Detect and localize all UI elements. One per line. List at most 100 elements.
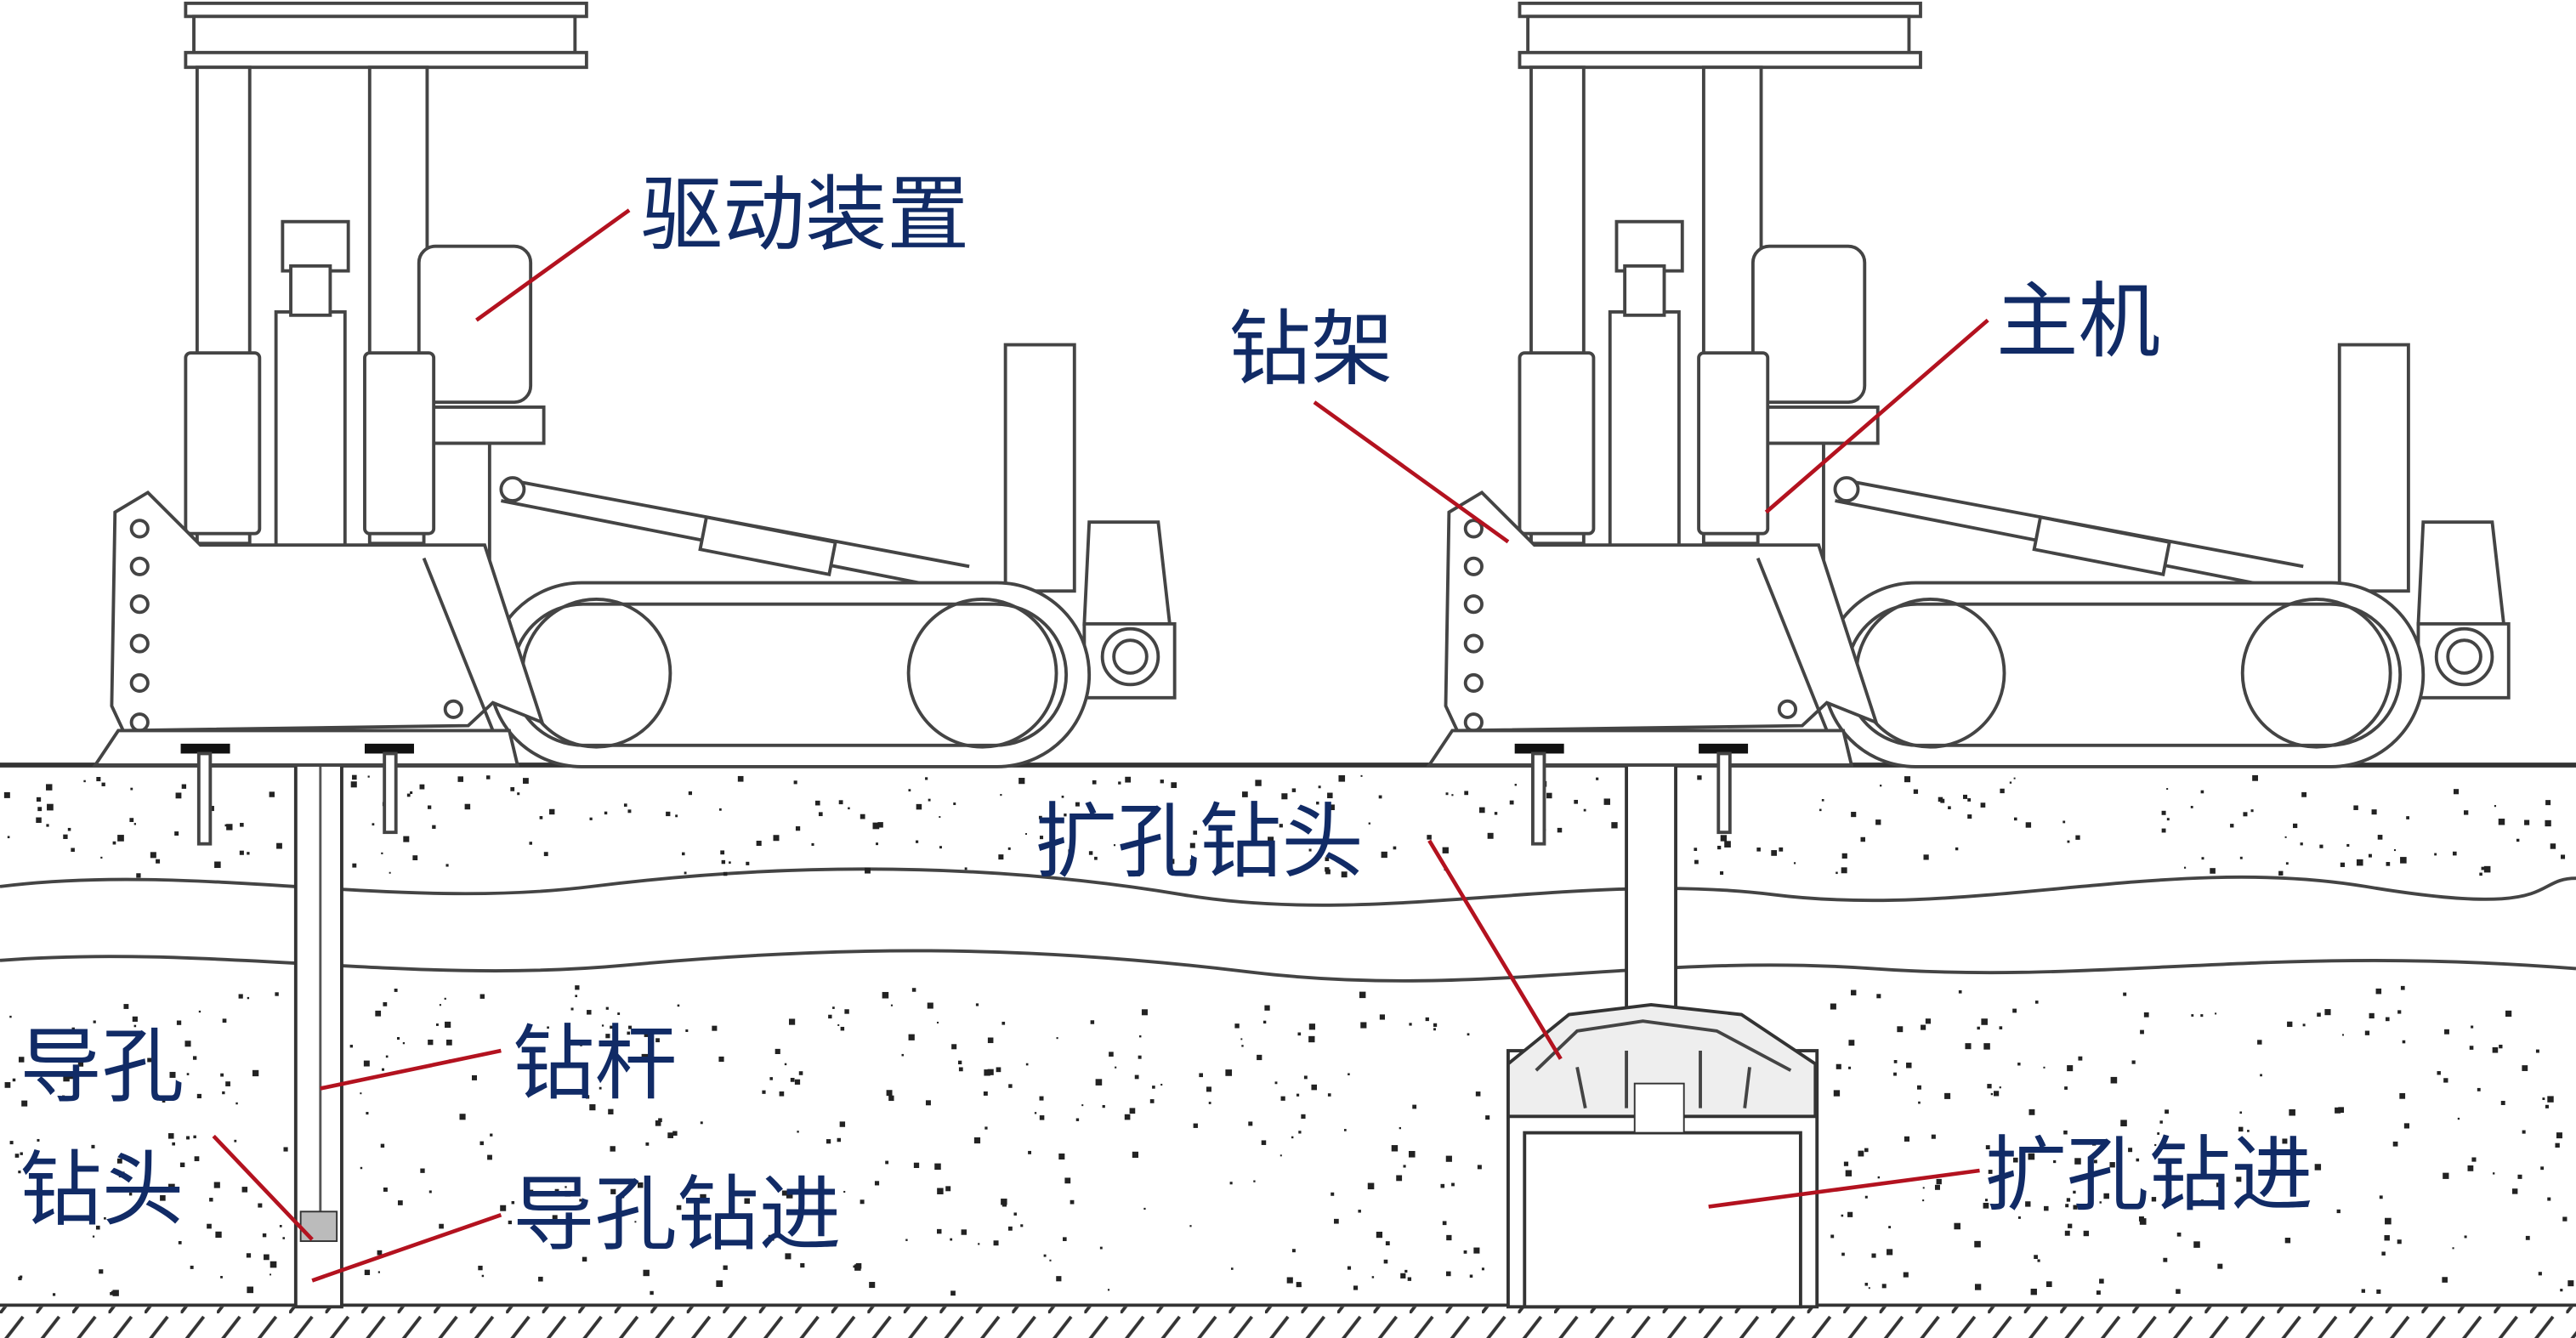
soil-speckle bbox=[2200, 790, 2204, 794]
soil-speckle bbox=[247, 1286, 254, 1294]
soil-speckle bbox=[644, 1032, 649, 1037]
soil-speckle bbox=[1917, 1085, 1921, 1090]
soil-speckle bbox=[2034, 1255, 2038, 1259]
soil-speckle bbox=[1841, 1252, 1845, 1256]
soil-speckle bbox=[939, 816, 941, 819]
soil-speckle bbox=[247, 852, 250, 855]
soil-speckle bbox=[905, 1239, 908, 1241]
soil-speckle bbox=[529, 842, 532, 845]
soil-speckle bbox=[71, 1027, 75, 1031]
soil-speckle bbox=[2037, 1259, 2040, 1262]
soil-speckle bbox=[580, 1044, 582, 1046]
soil-speckle bbox=[950, 1238, 953, 1241]
soil-speckle bbox=[2239, 1111, 2243, 1114]
soil-speckle bbox=[2385, 1017, 2390, 1022]
soil-speckle bbox=[700, 1121, 703, 1125]
soil-speckle bbox=[958, 1067, 963, 1072]
soil-speckle bbox=[2068, 1223, 2073, 1228]
soil-speckle bbox=[638, 1182, 644, 1188]
soil-speckle bbox=[1327, 792, 1333, 799]
label-pilot-drilling: 导孔钻进 bbox=[513, 1166, 841, 1262]
soil-speckle bbox=[978, 1243, 980, 1245]
soil-speckle bbox=[1965, 1043, 1972, 1050]
soil-speckle bbox=[1412, 1104, 1417, 1109]
soil-speckle bbox=[2013, 777, 2016, 780]
soil-speckle bbox=[2093, 1159, 2097, 1164]
soil-speckle bbox=[608, 1108, 614, 1114]
drilling-rig-right bbox=[1427, 1, 2511, 846]
soil-speckle bbox=[2335, 1107, 2341, 1114]
soil-speckle bbox=[2481, 866, 2485, 870]
soil-speckle bbox=[1481, 1267, 1484, 1271]
soil-speckle bbox=[444, 997, 446, 1000]
soil-speckle bbox=[62, 1095, 65, 1098]
soil-speckle bbox=[1360, 1022, 1367, 1029]
soil-speckle bbox=[1850, 989, 1857, 995]
soil-speckle bbox=[2099, 1201, 2102, 1204]
soil-speckle bbox=[1338, 775, 1346, 782]
soil-speckle bbox=[853, 1265, 856, 1268]
soil-speckle bbox=[403, 836, 410, 842]
soil-speckle bbox=[790, 1077, 795, 1082]
soil-speckle bbox=[2545, 819, 2551, 827]
soil-speckle bbox=[2157, 1132, 2160, 1135]
soil-speckle bbox=[402, 1042, 406, 1045]
soil-speckle bbox=[1893, 1072, 1897, 1076]
soil-speckle bbox=[239, 850, 244, 855]
soil-speckle bbox=[1385, 1241, 1390, 1246]
soil-speckle bbox=[2243, 812, 2248, 817]
soil-speckle bbox=[511, 1200, 515, 1205]
soil-speckle bbox=[2452, 1247, 2454, 1250]
soil-speckle bbox=[380, 1143, 385, 1148]
soil-speckle bbox=[2545, 1104, 2549, 1108]
soil-speckle bbox=[1229, 1182, 1233, 1185]
soil-speckle bbox=[1208, 1102, 1211, 1104]
soil-speckle bbox=[1841, 853, 1847, 859]
soil-speckle bbox=[2257, 1040, 2262, 1045]
soil-speckle bbox=[37, 1138, 40, 1142]
soil-speckle bbox=[1988, 1170, 1993, 1174]
soil-speckle bbox=[2236, 1176, 2242, 1182]
soil-speckle bbox=[1248, 1121, 1253, 1126]
soil-speckle bbox=[112, 1290, 119, 1296]
soil-speckle bbox=[915, 840, 919, 843]
bedrock-hatch bbox=[0, 1307, 2576, 1338]
soil-speckle bbox=[123, 1004, 129, 1009]
soil-speckle bbox=[1261, 1140, 1267, 1145]
soil-speckle bbox=[877, 822, 883, 828]
soil-speckle bbox=[1557, 827, 1563, 833]
soil-speckle bbox=[1286, 1277, 1293, 1284]
soil-speckle bbox=[224, 824, 228, 827]
soil-speckle bbox=[818, 812, 823, 817]
soil-speckle bbox=[2083, 1230, 2090, 1237]
soil-speckle bbox=[37, 807, 43, 812]
soil-speckle bbox=[1756, 848, 1761, 852]
soil-speckle bbox=[617, 1012, 621, 1015]
soil-speckle bbox=[2547, 1096, 2554, 1103]
soil-speckle bbox=[385, 1055, 389, 1058]
soil-speckle bbox=[2353, 805, 2358, 810]
soil-speckle bbox=[2505, 1010, 2512, 1018]
soil-speckle bbox=[63, 1074, 70, 1082]
soil-speckle bbox=[9, 1015, 12, 1018]
soil-speckle bbox=[46, 824, 49, 827]
soil-speckle bbox=[181, 784, 187, 789]
soil-speckle bbox=[1987, 1084, 1992, 1089]
soil-speckle bbox=[643, 1269, 650, 1277]
soil-speckle bbox=[2013, 817, 2017, 821]
soil-speckle bbox=[2165, 1109, 2169, 1114]
soil-speckle bbox=[793, 780, 797, 785]
soil-speckle bbox=[554, 1188, 559, 1193]
soil-speckle bbox=[350, 781, 357, 788]
soil-speckle bbox=[815, 800, 820, 806]
soil-speckle bbox=[2338, 1107, 2345, 1114]
soil-speckle bbox=[2201, 857, 2204, 860]
pilot-hole bbox=[293, 763, 343, 1309]
soil-speckle bbox=[2000, 788, 2005, 794]
soil-speckle bbox=[1893, 1060, 1898, 1063]
soil-speckle bbox=[961, 1229, 967, 1235]
soil-speckle bbox=[135, 1033, 140, 1038]
soil-speckle bbox=[1061, 795, 1064, 798]
soil-speckle bbox=[934, 1163, 941, 1171]
soil-speckle bbox=[1138, 1055, 1142, 1059]
